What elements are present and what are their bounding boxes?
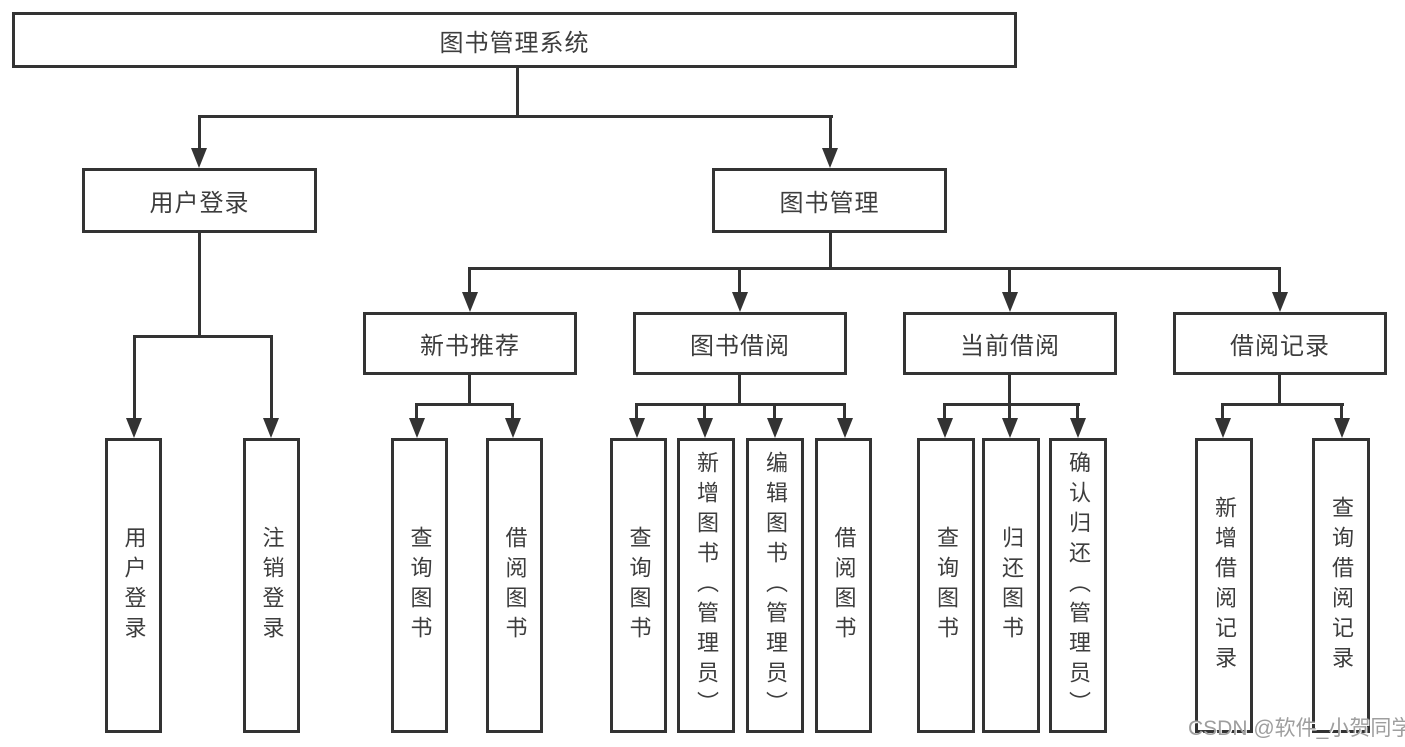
arrow-down-icon — [937, 418, 953, 438]
connector-drop — [943, 403, 946, 420]
connector-drop — [773, 403, 776, 420]
node-leaf-query-books-borrow: 查询图书 — [610, 438, 667, 733]
node-leaf-return-book: 归还图书 — [982, 438, 1040, 733]
node-label: 查询图书 — [407, 525, 433, 646]
arrow-down-icon — [191, 148, 207, 168]
node-library-management-system: 图书管理系统 — [12, 12, 1017, 68]
connector-drop — [703, 403, 706, 420]
node-label: 图书管理 — [779, 190, 880, 217]
arrow-down-icon — [697, 418, 713, 438]
connector-book-mgmt-stem — [829, 231, 832, 270]
node-label: 图书管理系统 — [439, 29, 590, 57]
connector-borrow-record-stem — [1278, 373, 1281, 406]
connector-drop — [511, 403, 514, 420]
connector-drop — [133, 335, 136, 420]
node-label: 新增图书（管理员） — [694, 450, 719, 721]
node-leaf-add-book-admin: 新增图书（管理员） — [677, 438, 735, 733]
connector-current-borrow-branch — [943, 403, 1080, 406]
node-leaf-edit-book-admin: 编辑图书（管理员） — [746, 438, 804, 733]
arrow-down-icon — [1334, 418, 1350, 438]
arrow-down-icon — [732, 292, 748, 312]
connector-drop — [468, 267, 471, 294]
connector-borrow-record-branch — [1221, 403, 1344, 406]
arrow-down-icon — [263, 418, 279, 438]
node-leaf-query-books-recommend: 查询图书 — [391, 438, 448, 733]
node-label: 图书借阅 — [690, 333, 790, 360]
node-label: 用户登录 — [121, 525, 147, 646]
connector-user-login-drop — [198, 115, 201, 150]
connector-root-branch — [198, 115, 833, 118]
node-label: 查询图书 — [934, 525, 959, 646]
node-label: 借阅图书 — [831, 525, 857, 646]
arrow-down-icon — [462, 292, 478, 312]
connector-drop — [1278, 267, 1281, 294]
node-label: 新书推荐 — [420, 333, 520, 360]
node-borrow-records: 借阅记录 — [1173, 312, 1387, 375]
arrow-down-icon — [1215, 418, 1231, 438]
node-label: 编辑图书（管理员） — [763, 450, 788, 721]
connector-user-login-branch — [133, 335, 273, 338]
arrow-down-icon — [822, 148, 838, 168]
connector-drop — [635, 403, 638, 420]
node-label: 当前借阅 — [960, 333, 1060, 360]
node-leaf-logout: 注销登录 — [243, 438, 300, 733]
connector-drop — [1076, 403, 1079, 420]
node-label: 借阅记录 — [1230, 333, 1330, 360]
connector-book-mgmt-drop — [829, 115, 832, 150]
arrow-down-icon — [1002, 418, 1018, 438]
node-new-book-recommend: 新书推荐 — [363, 312, 577, 375]
node-leaf-borrow-books: 借阅图书 — [815, 438, 872, 733]
node-label: 确认归还（管理员） — [1066, 450, 1091, 721]
connector-book-borrow-stem — [738, 373, 741, 406]
connector-drop — [1008, 403, 1011, 420]
arrow-down-icon — [1070, 418, 1086, 438]
connector-new-book-branch — [415, 403, 514, 406]
arrow-down-icon — [1002, 292, 1018, 312]
connector-book-borrow-branch — [635, 403, 845, 406]
node-leaf-query-books-current: 查询图书 — [917, 438, 975, 733]
arrow-down-icon — [126, 418, 142, 438]
node-leaf-add-borrow-record: 新增借阅记录 — [1195, 438, 1253, 733]
connector-root-stem — [516, 66, 519, 117]
connector-drop — [415, 403, 418, 420]
node-book-borrow: 图书借阅 — [633, 312, 847, 375]
connector-drop — [1340, 403, 1343, 420]
connector-drop — [270, 335, 273, 420]
connector-new-book-stem — [468, 373, 471, 406]
node-book-management: 图书管理 — [712, 168, 947, 233]
node-label: 查询图书 — [626, 525, 652, 646]
node-label: 借阅图书 — [502, 525, 528, 646]
node-label: 用户登录 — [149, 190, 250, 217]
connector-book-mgmt-branch — [468, 267, 1281, 270]
connector-current-borrow-stem — [1008, 373, 1011, 406]
arrow-down-icon — [505, 418, 521, 438]
connector-user-login-stem — [198, 231, 201, 338]
connector-drop — [738, 267, 741, 294]
arrow-down-icon — [629, 418, 645, 438]
arrow-down-icon — [409, 418, 425, 438]
node-label: 注销登录 — [259, 525, 285, 646]
node-leaf-borrow-books-recommend: 借阅图书 — [486, 438, 543, 733]
node-current-borrow: 当前借阅 — [903, 312, 1117, 375]
arrow-down-icon — [837, 418, 853, 438]
node-leaf-query-borrow-record: 查询借阅记录 — [1312, 438, 1370, 733]
connector-drop — [843, 403, 846, 420]
arrow-down-icon — [767, 418, 783, 438]
node-label: 新增借阅记录 — [1212, 495, 1237, 676]
node-leaf-confirm-return-admin: 确认归还（管理员） — [1049, 438, 1107, 733]
connector-drop — [1008, 267, 1011, 294]
node-leaf-user-login: 用户登录 — [105, 438, 162, 733]
arrow-down-icon — [1272, 292, 1288, 312]
node-user-login: 用户登录 — [82, 168, 317, 233]
node-label: 归还图书 — [999, 525, 1024, 646]
connector-drop — [1221, 403, 1224, 420]
node-label: 查询借阅记录 — [1329, 495, 1354, 676]
